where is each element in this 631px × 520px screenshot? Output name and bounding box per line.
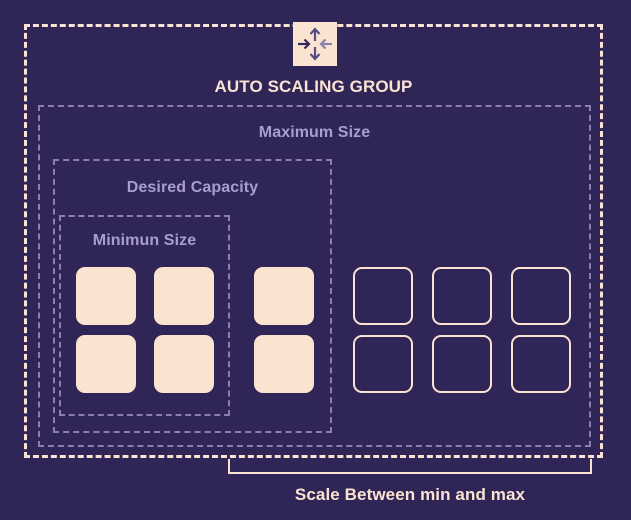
instance-outline-square [511,267,571,325]
instance-filled-square [254,335,314,393]
diagram-title: AUTO SCALING GROUP [214,77,413,96]
instance-filled-square [76,335,136,393]
instance-outline-square [511,335,571,393]
instance-filled-square [154,335,214,393]
instance-outline-square [432,335,492,393]
minimum-size-box [59,215,230,416]
instance-outline-square [432,267,492,325]
desired-capacity-box [53,159,332,433]
instance-filled-square [76,267,136,325]
expand-contract-arrows-icon [298,27,332,61]
instance-outline-square [353,267,413,325]
minimum-size-label: Minimun Size [92,232,197,249]
min-max-range-bracket [228,459,592,474]
maximum-size-label: Maximum Size [258,124,371,141]
scaling-icon-chip [293,22,337,66]
desired-capacity-label: Desired Capacity [126,179,259,196]
instance-outline-square [353,335,413,393]
scale-range-label: Scale Between min and max [294,485,526,504]
maximum-size-box [38,105,591,447]
instance-filled-square [154,267,214,325]
instance-filled-square [254,267,314,325]
